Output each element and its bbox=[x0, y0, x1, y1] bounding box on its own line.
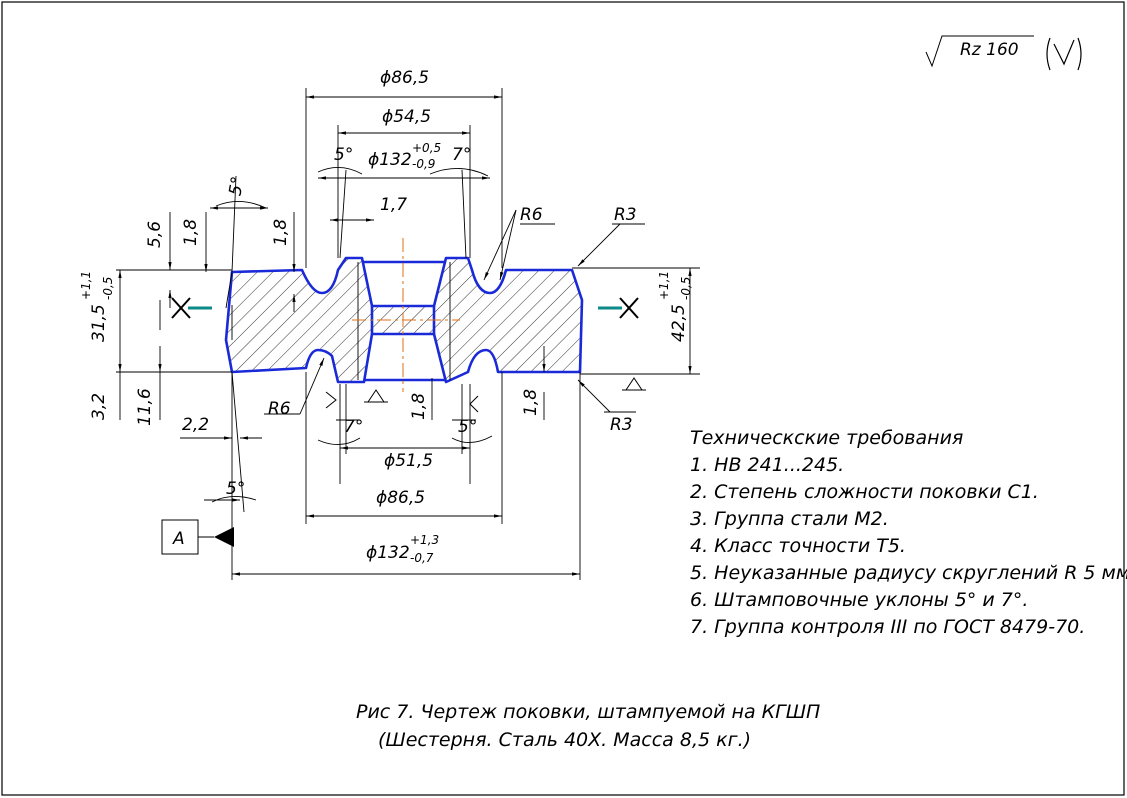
figure-caption: Рис 7. Чертеж поковки, штампуемой на КГШ… bbox=[356, 701, 820, 723]
forging-outline bbox=[224, 256, 584, 384]
angle-7-top: 7° bbox=[452, 145, 471, 165]
dim-d132-top-upper: +0,5 bbox=[412, 141, 441, 155]
requirement-6: 6. Штамповочные уклоны 5° и 7°. bbox=[690, 589, 1028, 611]
requirements-title: Техническские требования bbox=[690, 427, 963, 449]
dim-5-6: 5,6 bbox=[145, 221, 165, 248]
roughness-check-icon bbox=[1046, 37, 1082, 71]
dim-1-8-a: 1,8 bbox=[181, 219, 201, 246]
dim-3-2: 3,2 bbox=[89, 393, 109, 420]
dim-d51: ϕ51,5 bbox=[384, 451, 433, 471]
dim-d132-top: ϕ132 bbox=[368, 150, 412, 170]
dim-d86-bottom: ϕ86,5 bbox=[376, 488, 425, 508]
dim-height-left-lower: -0,5 bbox=[101, 277, 115, 300]
dim-1-8-b: 1,8 bbox=[271, 219, 291, 246]
dim-d132-bottom: ϕ132 bbox=[366, 543, 410, 563]
roughness-symbol bbox=[925, 35, 1034, 68]
requirement-4: 4. Класс точности Т5. bbox=[690, 535, 906, 557]
dim-d132-bottom-lower: -0,7 bbox=[410, 551, 434, 565]
angle-7-bottom: 7° bbox=[344, 417, 363, 437]
angle-5-bottom: 5° bbox=[458, 417, 477, 437]
requirement-2: 2. Степень сложности поковки С1. bbox=[690, 481, 1039, 503]
angle-5-left-bottom: 5° bbox=[226, 479, 245, 499]
dim-height-left-upper: +1,1 bbox=[79, 271, 93, 300]
dim-d132-bottom-upper: +1,3 bbox=[410, 533, 439, 547]
dim-2-2: 2,2 bbox=[182, 415, 209, 435]
dim-1-8-d: 1,8 bbox=[521, 389, 541, 416]
bore-lower bbox=[364, 334, 446, 380]
dim-height-right-lower: -0,5 bbox=[679, 277, 693, 300]
dim-height-right-upper: +1,1 bbox=[657, 271, 671, 300]
datum-triangle bbox=[214, 527, 234, 547]
requirement-7: 7. Группа контроля III по ГОСТ 8479-70. bbox=[690, 616, 1085, 638]
label-r3-bottom: R3 bbox=[610, 415, 633, 435]
dim-d54: ϕ54,5 bbox=[382, 107, 431, 127]
dim-1-8-c: 1,8 bbox=[409, 393, 429, 420]
dim-height-left: 31,5 bbox=[89, 304, 109, 342]
label-r6-top: R6 bbox=[520, 205, 543, 225]
requirement-5: 5. Неуказанные радиусу скруглений R 5 мм… bbox=[690, 562, 1127, 584]
requirement-1: 1. НВ 241...245. bbox=[690, 454, 844, 476]
datum-label: A bbox=[172, 529, 185, 549]
label-r6-bottom: R6 bbox=[268, 399, 291, 419]
angle-arcs bbox=[211, 167, 493, 503]
figure-subcaption: (Шестерня. Сталь 40Х. Масса 8,5 кг.) bbox=[378, 729, 751, 751]
parting-cross-left bbox=[171, 297, 191, 319]
dimension-lines-bottom bbox=[180, 346, 636, 580]
parting-cross-right bbox=[619, 297, 639, 319]
dim-1-7: 1,7 bbox=[380, 195, 407, 215]
requirement-3: 3. Группа стали М2. bbox=[690, 508, 889, 530]
label-r3-top: R3 bbox=[614, 205, 637, 225]
dim-d132-top-lower: -0,9 bbox=[412, 157, 435, 171]
dimension-lines-top bbox=[116, 88, 700, 420]
rz-label: Rz 160 bbox=[960, 40, 1019, 60]
dim-height-right: 42,5 bbox=[669, 304, 689, 342]
dim-d86-top: ϕ86,5 bbox=[380, 68, 429, 88]
dim-11-6: 11,6 bbox=[135, 388, 155, 426]
angle-5-left-top: 5° bbox=[225, 175, 248, 198]
angle-5-top: 5° bbox=[334, 145, 353, 165]
inner-edges bbox=[225, 262, 451, 380]
bore-upper bbox=[362, 262, 446, 306]
